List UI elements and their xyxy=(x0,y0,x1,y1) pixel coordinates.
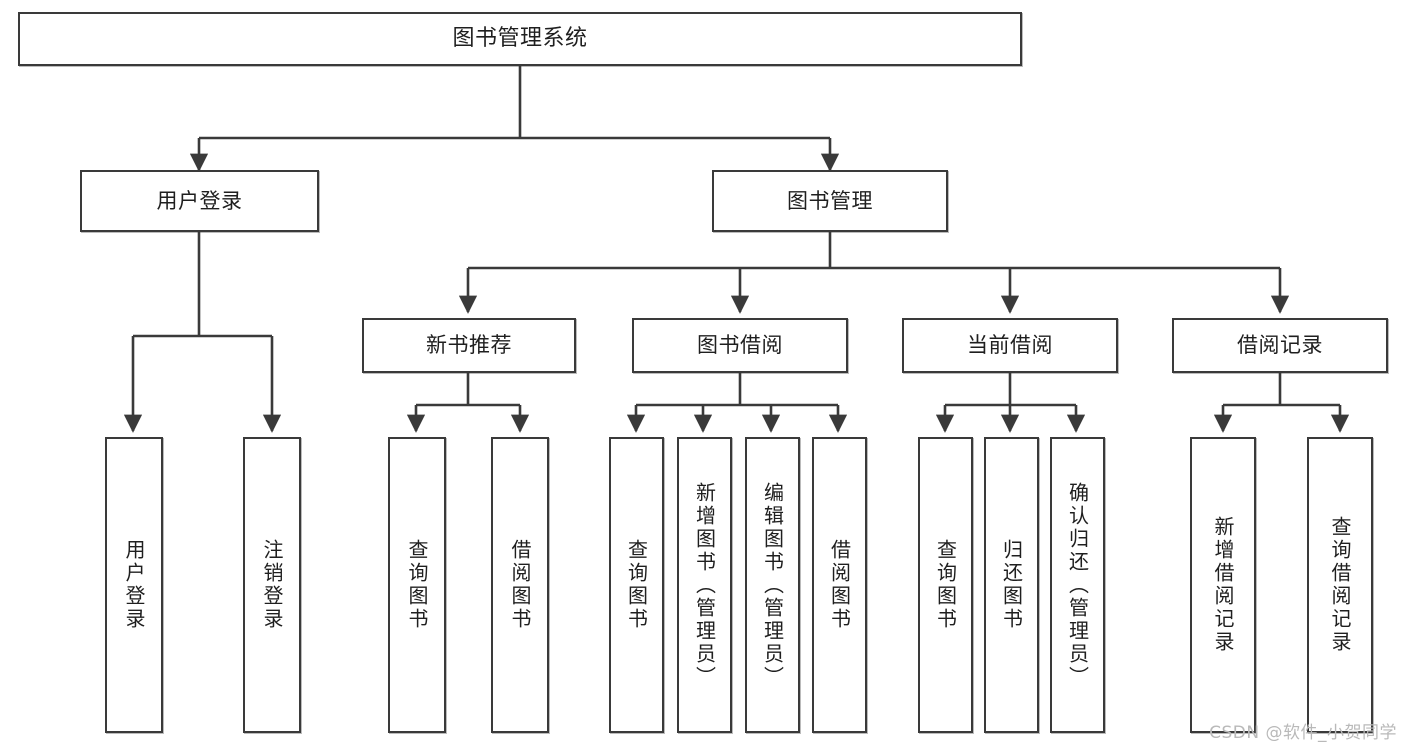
node-leaf-query-book-current-label: 查询图书 xyxy=(933,539,958,631)
csdn-watermark: CSDN @软件_小贺同学 xyxy=(1209,723,1397,743)
node-borrow-record-label: 借阅记录 xyxy=(1237,333,1323,358)
node-root-label: 图书管理系统 xyxy=(452,26,588,52)
node-leaf-query-borrow-record-label: 查询借阅记录 xyxy=(1328,516,1352,654)
node-leaf-add-borrow-record-label: 新增借阅记录 xyxy=(1211,516,1235,654)
node-leaf-user-login[interactable]: 用户登录 xyxy=(105,437,163,733)
node-book-management-label: 图书管理 xyxy=(787,188,873,213)
node-leaf-query-book-borrow[interactable]: 查询图书 xyxy=(609,437,664,733)
node-book-borrow-label: 图书借阅 xyxy=(697,333,783,358)
node-leaf-edit-book-admin-label: 编辑图书（管理员） xyxy=(760,481,785,689)
node-leaf-borrow-book-borrow[interactable]: 借阅图书 xyxy=(812,437,867,733)
node-leaf-query-book-newbook[interactable]: 查询图书 xyxy=(388,437,446,733)
node-leaf-logout-label: 注销登录 xyxy=(260,539,284,631)
node-user-login[interactable]: 用户登录 xyxy=(80,170,319,232)
node-leaf-add-book-admin-label: 新增图书（管理员） xyxy=(692,481,717,689)
node-borrow-record[interactable]: 借阅记录 xyxy=(1172,318,1388,373)
node-leaf-return-book[interactable]: 归还图书 xyxy=(984,437,1039,733)
node-new-book-recommend[interactable]: 新书推荐 xyxy=(362,318,576,373)
node-leaf-query-book-newbook-label: 查询图书 xyxy=(405,539,429,631)
node-leaf-confirm-return-admin-label: 确认归还（管理员） xyxy=(1065,481,1090,689)
node-leaf-confirm-return-admin[interactable]: 确认归还（管理员） xyxy=(1050,437,1105,733)
node-leaf-borrow-book-newbook-label: 借阅图书 xyxy=(508,539,532,631)
node-book-management[interactable]: 图书管理 xyxy=(712,170,948,232)
node-user-login-label: 用户登录 xyxy=(156,188,243,213)
node-current-borrow[interactable]: 当前借阅 xyxy=(902,318,1118,373)
node-leaf-add-book-admin[interactable]: 新增图书（管理员） xyxy=(677,437,732,733)
node-new-book-recommend-label: 新书推荐 xyxy=(426,333,512,358)
node-leaf-borrow-book-newbook[interactable]: 借阅图书 xyxy=(491,437,549,733)
node-leaf-query-book-borrow-label: 查询图书 xyxy=(624,539,649,631)
node-leaf-query-borrow-record[interactable]: 查询借阅记录 xyxy=(1307,437,1373,733)
node-leaf-query-book-current[interactable]: 查询图书 xyxy=(918,437,973,733)
node-leaf-edit-book-admin[interactable]: 编辑图书（管理员） xyxy=(745,437,800,733)
node-leaf-borrow-book-borrow-label: 借阅图书 xyxy=(827,539,852,631)
node-leaf-user-login-label: 用户登录 xyxy=(122,539,146,631)
node-current-borrow-label: 当前借阅 xyxy=(967,333,1053,358)
node-leaf-logout[interactable]: 注销登录 xyxy=(243,437,301,733)
node-book-borrow[interactable]: 图书借阅 xyxy=(632,318,848,373)
node-root[interactable]: 图书管理系统 xyxy=(18,12,1022,66)
node-leaf-return-book-label: 归还图书 xyxy=(999,539,1024,631)
node-leaf-add-borrow-record[interactable]: 新增借阅记录 xyxy=(1190,437,1256,733)
